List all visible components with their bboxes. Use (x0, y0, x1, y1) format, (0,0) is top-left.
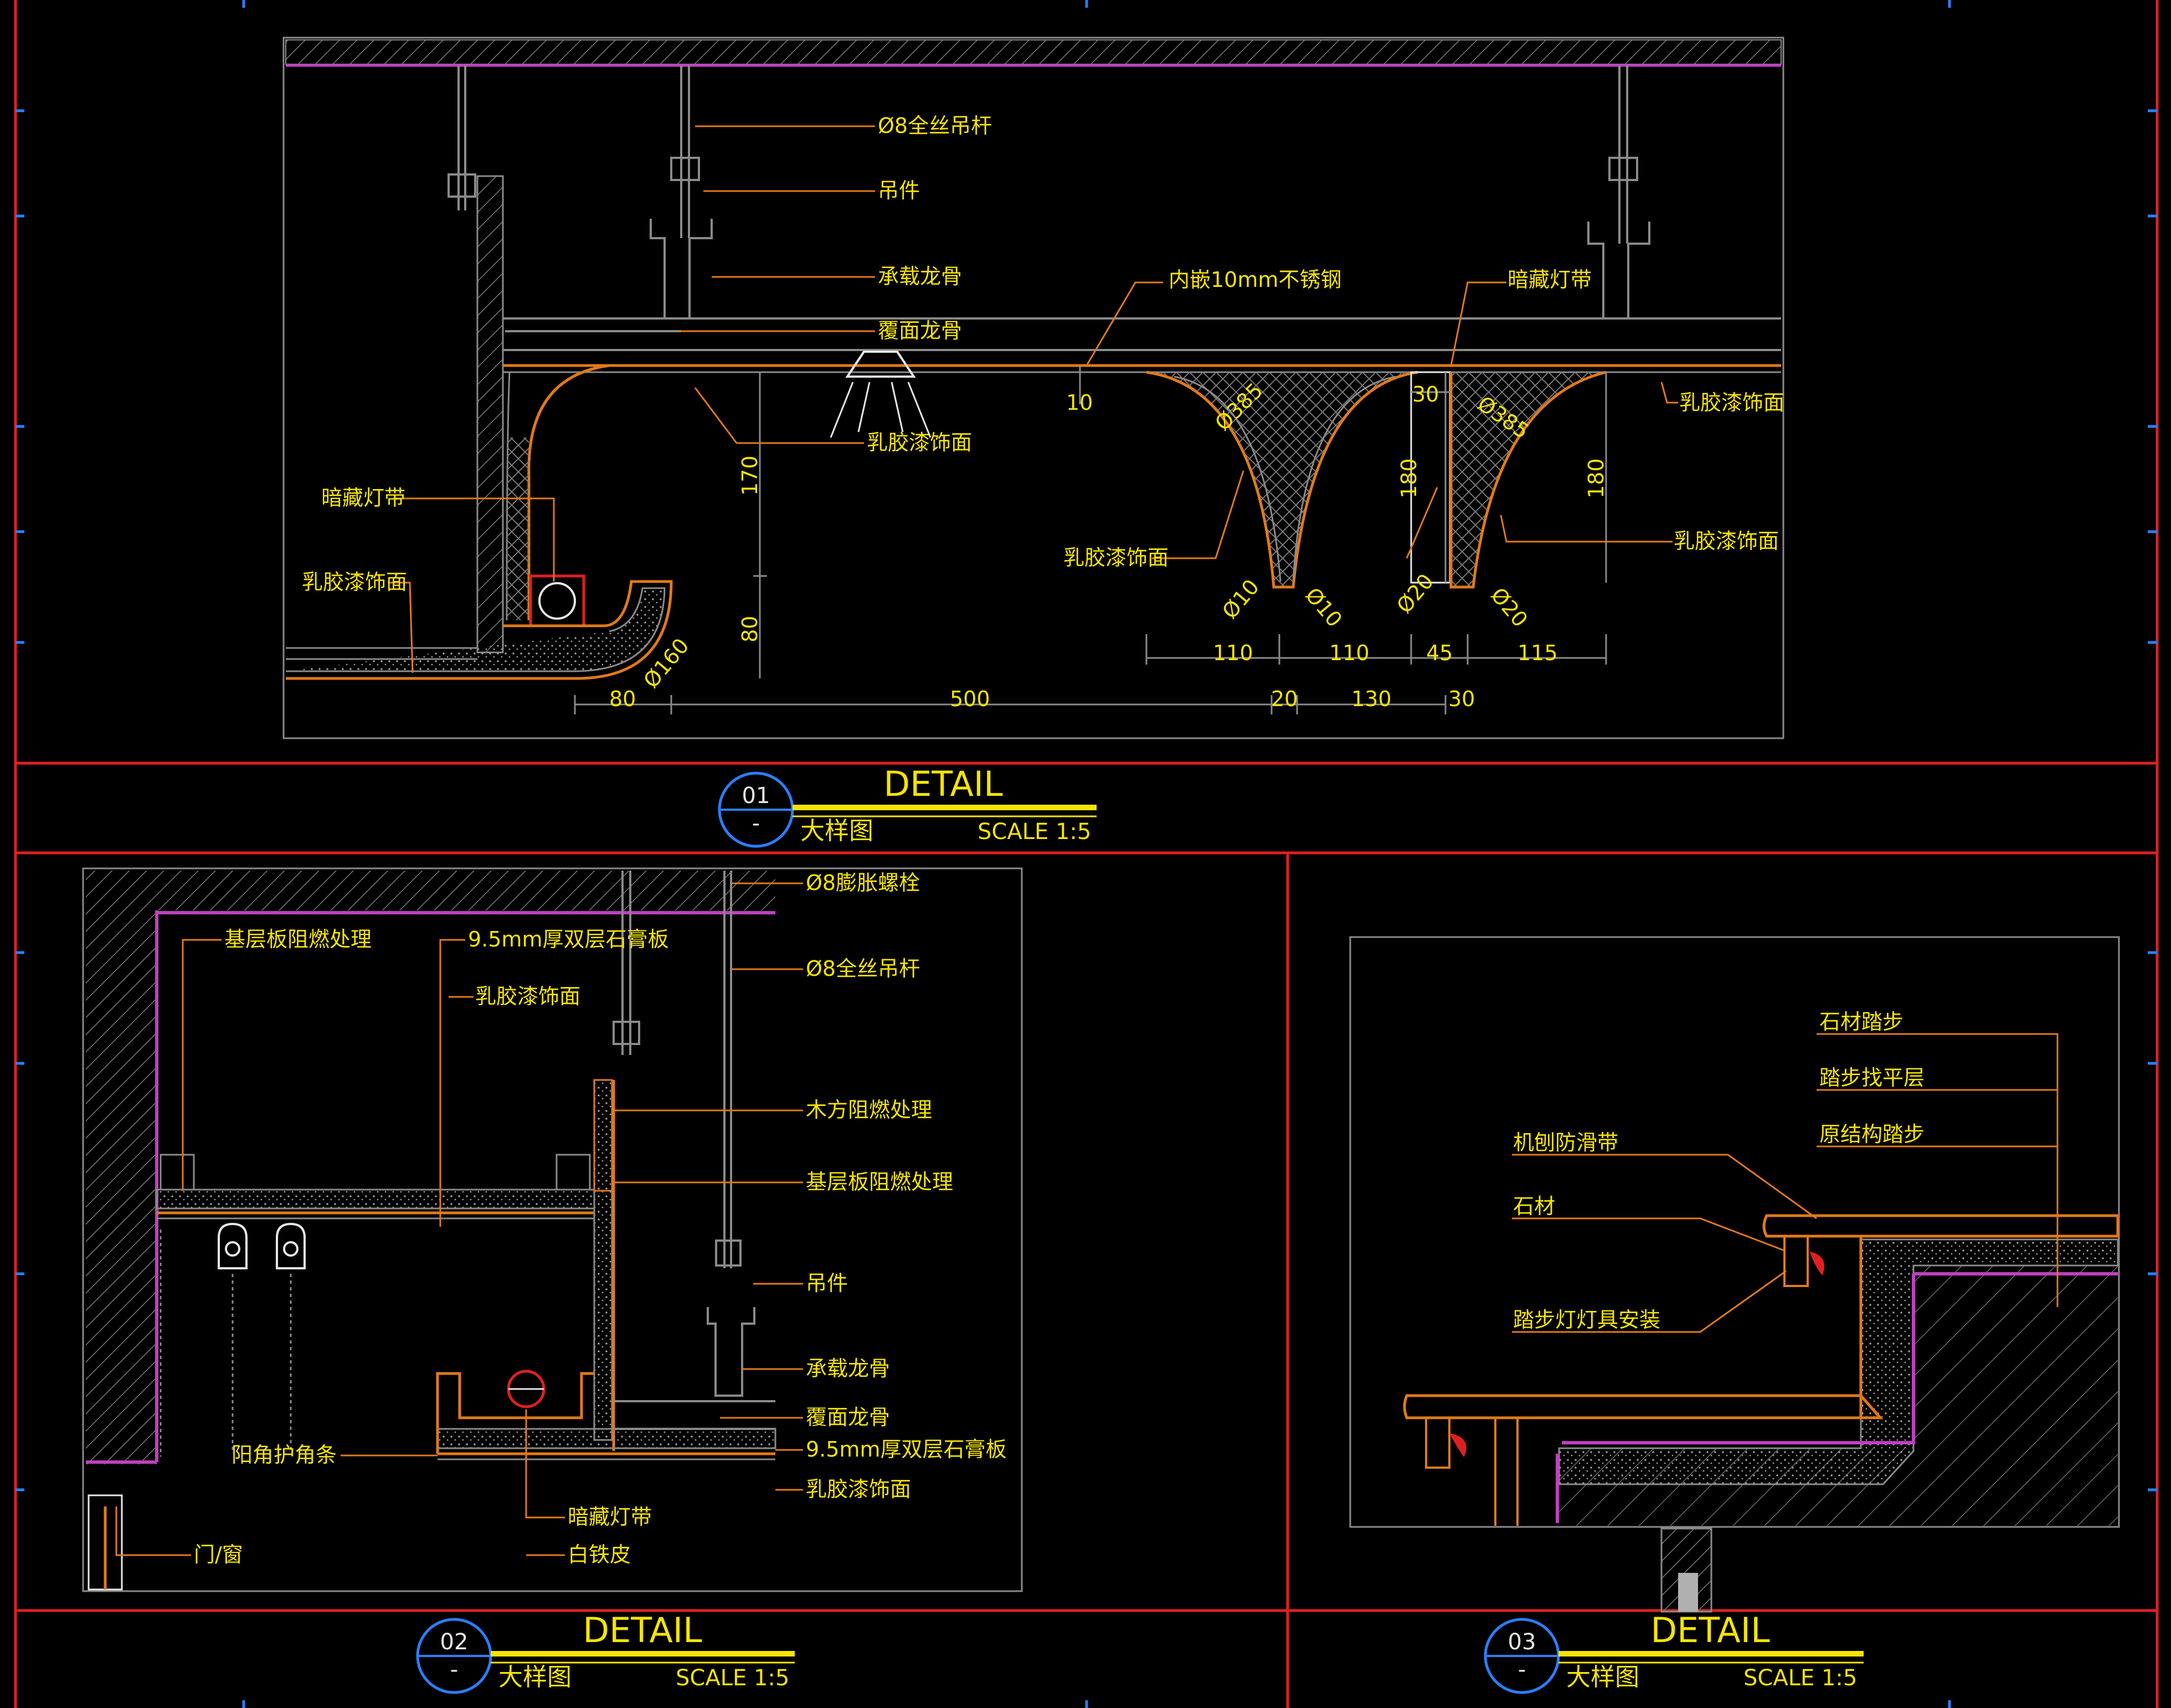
detail-01-scale: SCALE 1:5 (978, 819, 1091, 845)
dim-500: 500 (950, 687, 990, 711)
detail-01-drawing: Ø8全丝吊杆 吊件 承载龙骨 覆面龙骨 内嵌10mm不锈钢 暗藏灯带 乳胶漆饰面… (282, 37, 1784, 739)
detail-01-sub-number: - (752, 811, 760, 836)
sheet-tick-marks (16, 0, 2157, 1708)
label-rod-02: Ø8全丝吊杆 (806, 956, 920, 981)
detail-03-scale: SCALE 1:5 (1743, 1665, 1857, 1691)
dim-30-top: 30 (1412, 382, 1439, 407)
label-latex-bottom: 乳胶漆饰面 (806, 1477, 911, 1501)
dim-115: 115 (1517, 641, 1558, 665)
label-latex-right: 乳胶漆饰面 (1674, 529, 1779, 553)
label-light-install: 踏步灯灯具安装 (1513, 1308, 1660, 1332)
label-rod: Ø8全丝吊杆 (878, 114, 992, 138)
dim-110-a: 110 (1213, 641, 1253, 665)
detail-03-number: 03 (1508, 1629, 1536, 1655)
dim-45: 45 (1426, 641, 1453, 665)
dim-r20-b: Ø20 (1486, 583, 1532, 632)
label-hidden-light-right: 暗藏灯带 (1508, 267, 1592, 292)
label-gypsum-top: 9.5mm厚双层石膏板 (468, 927, 668, 951)
label-bolt: Ø8膨胀螺栓 (806, 871, 920, 895)
label-wood-fire: 木方阻燃处理 (806, 1098, 932, 1122)
label-iron: 白铁皮 (568, 1542, 631, 1567)
label-anti-slip: 机刨防滑带 (1513, 1130, 1618, 1155)
detail-02-title-block: 02 - DETAIL 大样图 SCALE 1:5 (416, 1610, 795, 1694)
label-hidden-light-02: 暗藏灯带 (568, 1505, 652, 1529)
dim-80-bottom: 80 (609, 687, 636, 711)
dim-180-b: 180 (1584, 458, 1608, 498)
dim-r10-b: Ø10 (1300, 583, 1347, 632)
label-stone: 石材 (1513, 1194, 1555, 1218)
label-cover-keel: 覆面龙骨 (878, 318, 962, 343)
detail-03-title: DETAIL (1650, 1610, 1770, 1650)
label-main-keel-02: 承载龙骨 (806, 1356, 890, 1381)
detail-02-name: 大样图 (498, 1663, 572, 1691)
detail-02-scale: SCALE 1:5 (676, 1665, 789, 1691)
label-hidden-light-left: 暗藏灯带 (321, 486, 405, 510)
dim-20: 20 (1271, 687, 1298, 711)
label-latex-right-top: 乳胶漆饰面 (1679, 390, 1784, 415)
label-gypsum-bottom: 9.5mm厚双层石膏板 (806, 1437, 1006, 1462)
label-cover-keel-02: 覆面龙骨 (806, 1405, 890, 1429)
label-latex-arch: 乳胶漆饰面 (1063, 546, 1169, 570)
dim-30-bottom: 30 (1448, 687, 1475, 711)
dim-170: 170 (738, 455, 762, 496)
label-main-keel: 承载龙骨 (878, 264, 962, 289)
label-stone-step: 石材踏步 (1819, 1010, 1904, 1034)
sheet-frame (14, 0, 2159, 1708)
label-step-level: 踏步找平层 (1819, 1066, 1925, 1090)
dim-r20-a: Ø20 (1392, 569, 1438, 618)
detail-01-number: 01 (742, 783, 770, 809)
label-latex-top: 乳胶漆饰面 (475, 984, 580, 1009)
detail-02-sub-number: - (450, 1657, 458, 1683)
dim-180-a: 180 (1397, 458, 1421, 498)
label-hanger-02: 吊件 (806, 1271, 848, 1295)
detail-02-title: DETAIL (583, 1610, 702, 1650)
label-latex-left: 乳胶漆饰面 (302, 570, 407, 594)
label-original-step: 原结构踏步 (1819, 1122, 1925, 1146)
dim-10: 10 (1066, 390, 1093, 415)
detail-01-title-block: 01 - DETAIL 大样图 SCALE 1:5 (718, 764, 1097, 848)
detail-01-title: DETAIL (883, 764, 1003, 804)
label-latex-mid: 乳胶漆饰面 (867, 430, 972, 455)
dim-110-b: 110 (1329, 641, 1370, 665)
label-hanger: 吊件 (878, 178, 920, 203)
dim-130: 130 (1351, 687, 1392, 711)
detail-03-sub-number: - (1518, 1657, 1526, 1683)
dim-80-vertical: 80 (738, 616, 762, 642)
label-corner: 阳角护角条 (231, 1443, 337, 1467)
label-door: 门/窗 (194, 1542, 243, 1567)
dim-r10-a: Ø10 (1217, 575, 1264, 624)
detail-02-drawing: Ø8膨胀螺栓 基层板阻燃处理 9.5mm厚双层石膏板 乳胶漆饰面 Ø8全丝吊杆 … (82, 867, 1023, 1592)
label-base-fire-2: 基层板阻燃处理 (806, 1170, 953, 1194)
detail-03-name: 大样图 (1566, 1663, 1639, 1691)
label-inlay: 内嵌10mm不锈钢 (1169, 267, 1341, 292)
detail-03-title-block: 03 - DETAIL 大样图 SCALE 1:5 (1484, 1610, 1864, 1694)
label-base-fire: 基层板阻燃处理 (224, 927, 372, 951)
detail-02-number: 02 (440, 1629, 469, 1655)
detail-01-name: 大样图 (800, 817, 873, 845)
detail-03-drawing: 石材踏步 踏步找平层 原结构踏步 机刨防滑带 石材 踏步灯灯具安装 (1349, 936, 2120, 1613)
